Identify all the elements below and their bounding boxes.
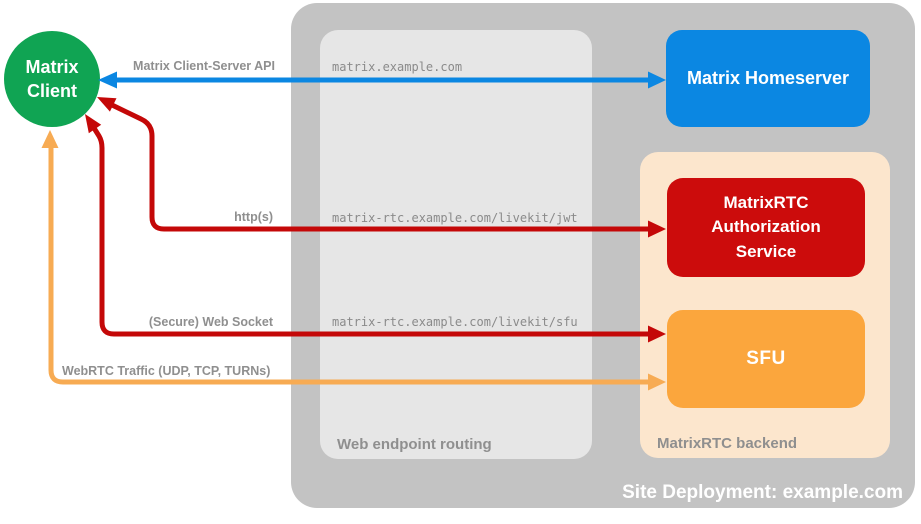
auth-service-label-line2: Authorization xyxy=(711,217,821,237)
web-endpoint-routing-container xyxy=(320,30,592,459)
sfu-node: SFU xyxy=(667,310,865,408)
matrix-client-node: Matrix Client xyxy=(4,31,100,127)
matrix-homeserver-label: Matrix Homeserver xyxy=(686,68,850,89)
https-label: http(s) xyxy=(234,210,273,224)
matrix-homeserver-node: Matrix Homeserver xyxy=(666,30,870,127)
auth-service-label-line3: Service xyxy=(735,241,797,261)
matrix-client-label-line2: Client xyxy=(26,81,77,101)
client-server-api-label: Matrix Client-Server API xyxy=(133,59,275,73)
livekit-sfu-route-url: matrix-rtc.example.com/livekit/sfu xyxy=(332,315,578,329)
websocket-label: (Secure) Web Socket xyxy=(148,315,273,329)
auth-service-label-line1: MatrixRTC xyxy=(723,192,809,212)
matrixrtc-auth-service-node: MatrixRTC Authorization Service xyxy=(667,178,865,277)
webrtc-traffic-label: WebRTC Traffic (UDP, TCP, TURNs) xyxy=(62,364,271,378)
livekit-jwt-route-url: matrix-rtc.example.com/livekit/jwt xyxy=(332,211,578,225)
homeserver-route-url: matrix.example.com xyxy=(332,60,463,74)
matrixrtc-backend-label: MatrixRTC backend xyxy=(657,435,798,452)
site-deployment-label: Site Deployment: example.com xyxy=(622,482,903,503)
matrix-client-label-line1: Matrix xyxy=(25,56,79,77)
web-endpoint-routing-label: Web endpoint routing xyxy=(337,436,492,453)
sfu-label: SFU xyxy=(746,348,786,370)
